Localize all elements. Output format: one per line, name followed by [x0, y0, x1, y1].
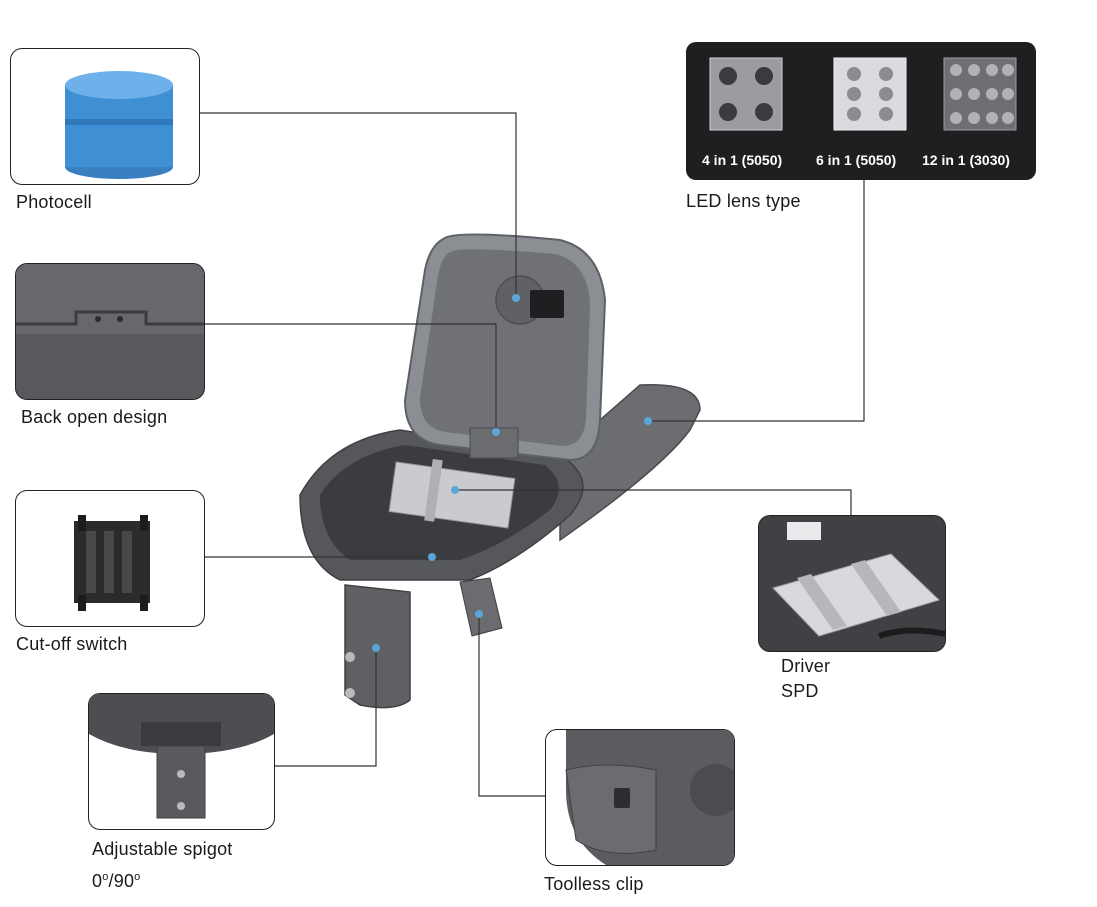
leader-lines: [198, 112, 865, 797]
degree-mark-b: o: [134, 871, 141, 883]
cutoff-thumbnail: [15, 490, 205, 627]
led-lens-label: LED lens type: [686, 191, 801, 211]
street-light-illustration: [299, 233, 701, 709]
spigot-angle: 0o/90o: [92, 865, 141, 893]
leader-led-lens: [648, 180, 865, 422]
leader-spigot: [273, 648, 377, 767]
leader-back-open: [203, 323, 497, 432]
photocell-thumbnail: [10, 48, 200, 185]
spigot-thumbnail: [88, 693, 275, 830]
driver-image: [759, 516, 945, 651]
driver-thumbnail: [758, 515, 946, 652]
leader-photocell: [198, 112, 517, 298]
back-open-label: Back open design: [21, 407, 168, 427]
spigot-bolt-2: [345, 688, 355, 698]
clip: [459, 577, 503, 637]
spigot-angle-a: 0: [92, 871, 103, 891]
spd-label: SPD: [781, 681, 819, 701]
dot-cutoff: [428, 553, 436, 561]
lens-4in1-image: [709, 57, 783, 131]
spigot-angle-b: 90: [113, 871, 135, 891]
photocell-connector: [530, 290, 564, 318]
back-open-seam: [16, 310, 204, 326]
lid-inner: [420, 249, 590, 446]
photocell-image: [65, 71, 173, 179]
led-lens-panel: 4 in 1 (5050) 6 in 1 (5050) 12 in 1 (303…: [686, 42, 1036, 180]
spigot-label: Adjustable spigot: [92, 839, 233, 859]
back-open-image: [16, 264, 204, 399]
degree-mark-a: o: [102, 871, 109, 883]
spigot-bolt-1: [345, 652, 355, 662]
lens-caption-6in1: 6 in 1 (5050): [816, 152, 897, 168]
photocell-ring: [65, 119, 173, 125]
led-lens-images: [709, 57, 1017, 131]
photocell-label: Photocell: [16, 192, 92, 212]
toolless-image: [565, 730, 734, 865]
dot-back-open: [492, 428, 500, 436]
cutoff-label: Cut-off switch: [16, 634, 128, 654]
leader-toolless: [478, 614, 545, 797]
dot-led-lens: [644, 417, 652, 425]
driver-label: Driver: [781, 656, 831, 676]
lens-caption-4in1: 4 in 1 (5050): [702, 152, 783, 168]
dot-driver: [451, 486, 459, 494]
lens-12in1-image: [943, 57, 1017, 131]
angle-slash: /: [108, 871, 114, 891]
dot-toolless: [475, 610, 483, 618]
dot-spigot: [372, 644, 380, 652]
dot-photocell: [512, 294, 520, 302]
toolless-label: Toolless clip: [544, 874, 644, 894]
leader-driver: [455, 489, 852, 515]
housing-rear: [559, 383, 701, 542]
cutoff-image: [74, 515, 150, 611]
driver-box: [388, 461, 516, 529]
back-open-thumbnail: [15, 263, 205, 400]
spigot-image: [89, 694, 274, 819]
callout-dots: [372, 294, 652, 652]
lens-caption-12in1: 12 in 1 (3030): [922, 152, 1010, 168]
photocell-top: [65, 71, 173, 99]
lens-6in1-image: [833, 57, 907, 131]
toolless-thumbnail: [545, 729, 735, 866]
driver-bracket: [424, 458, 443, 522]
